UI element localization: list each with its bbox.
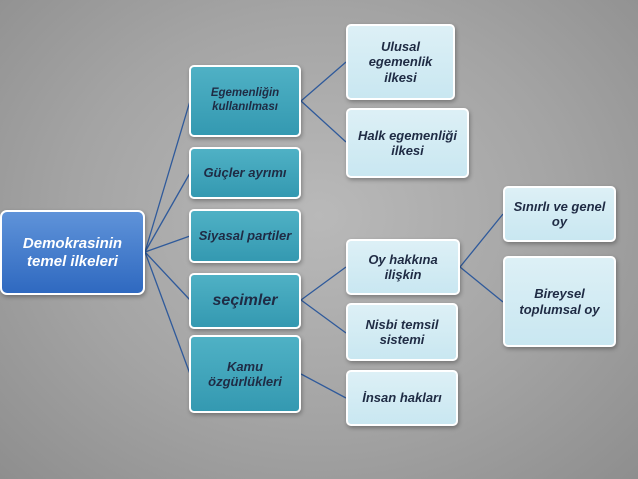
connector-kamu-insan — [300, 373, 347, 399]
node-label: Sınırlı ve genel oy — [513, 198, 606, 229]
node-insan-haklari: İnsan hakları — [346, 370, 458, 426]
connector-root-gucler — [144, 172, 191, 253]
node-label: Kamu özgürlükleri — [208, 358, 282, 389]
root-node: Demokrasinin temel ilkeleri — [0, 210, 145, 295]
node-gucler-ayrimi: Güçler ayrımı — [189, 147, 301, 199]
connector-root-egemenlik — [144, 100, 191, 253]
node-label: Egemenliğin kullanılması — [210, 87, 280, 113]
node-egemenligin-kullanilmasi: Egemenliğin kullanılması — [189, 65, 301, 137]
node-label: Halk egemenliği ilkesi — [358, 127, 457, 158]
node-label: seçimler — [212, 291, 278, 309]
connector-root-secimler — [144, 251, 191, 301]
node-label: Güçler ayrımı — [203, 165, 287, 181]
node-kamu-ozgurlukleri: Kamu özgürlükleri — [189, 335, 301, 413]
node-secimler: seçimler — [189, 273, 301, 329]
node-halk-egemenligi: Halk egemenliği ilkesi — [346, 108, 469, 178]
node-nisbi-temsil: Nisbi temsil sistemi — [346, 303, 458, 361]
connector-oy-bireysel — [459, 266, 504, 303]
node-label: Ulusal egemenlik ilkesi — [368, 39, 433, 85]
node-oy-hakkina-iliskin: Oy hakkına ilişkin — [346, 239, 460, 295]
connector-secimler-nisbi — [300, 299, 347, 334]
node-label: İnsan hakları — [362, 390, 442, 406]
node-siyasal-partiler: Siyasal partiler — [189, 209, 301, 263]
connector-egemenlik-ulusal — [300, 61, 347, 102]
connector-secimler-oy — [300, 266, 347, 301]
node-label: Nisbi temsil sistemi — [365, 316, 439, 347]
node-ulusal-egemenlik: Ulusal egemenlik ilkesi — [346, 24, 455, 100]
node-bireysel-toplumsal-oy: Bireysel toplumsal oy — [503, 256, 616, 347]
connector-root-siyasal — [144, 235, 191, 253]
node-sinirli-genel-oy: Sınırlı ve genel oy — [503, 186, 616, 242]
node-label: Siyasal partiler — [198, 228, 292, 244]
node-label: Oy hakkına ilişkin — [368, 251, 438, 282]
root-node-label: Demokrasinin temel ilkeleri — [22, 234, 123, 270]
node-label: Bireysel toplumsal oy — [519, 286, 600, 317]
connector-egemenlik-halk — [300, 100, 347, 143]
connector-root-kamu — [144, 251, 191, 375]
connector-oy-sinirli — [459, 213, 504, 268]
